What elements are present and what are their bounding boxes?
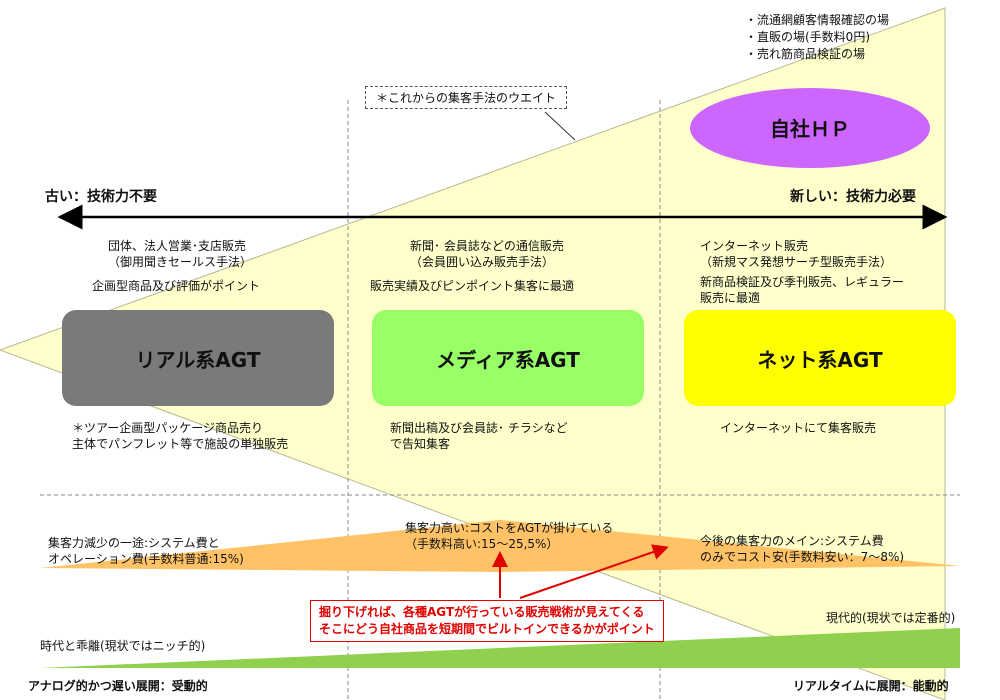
- top-note-3: ・売れ筋商品検証の場: [745, 47, 866, 61]
- bottom-left-upper: 時代と乖離(現状ではニッチ的): [40, 639, 206, 653]
- col1-below-2: 主体でパンフレット等で施設の単独販売: [72, 437, 289, 451]
- note-pointer: [544, 111, 576, 141]
- bottom-right-upper: 現代的(現状では定番的): [826, 611, 956, 625]
- col2-below-2: で告知集客: [390, 437, 451, 451]
- col3-point-2: 販売に最適: [700, 291, 761, 305]
- cost-left-2: オペレーション費(手数料普通:15%): [48, 552, 244, 566]
- col2-point: 販売実績及びピンポイント集客に最適: [370, 279, 575, 293]
- insight-note: 掘り下げれば、各種AGTが行っている販売戦術が見えてくる そこにどう自社商品を短…: [310, 600, 664, 642]
- col3-heading-2: （新規マス発想サーチ型販売手法）: [700, 255, 893, 269]
- col1-below-1: ＊ツアー企画型パッケージ商品売り: [72, 421, 264, 435]
- axis-right-label: 新しい：技術力必要: [790, 189, 916, 205]
- cost-right-2: のみでコスト安(手数料安い：7～8%): [700, 550, 905, 564]
- bottom-left-lower: アナログ的かつ遅い展開：受動的: [28, 679, 208, 693]
- cost-band: [40, 520, 960, 572]
- col1-heading-1: 団体、法人営業･支店販売: [108, 239, 247, 253]
- red-arrow-right: [519, 544, 669, 599]
- net-agt-box: ネット系AGT: [684, 310, 956, 406]
- top-note-1: ・流通網顧客情報確認の場: [745, 13, 890, 27]
- col3-below-1: インターネットにて集客販売: [720, 421, 877, 435]
- col3-point-1: 新商品検証及び季刊販売、レギュラー: [700, 275, 905, 289]
- col1-heading-2: （御用聞きセールス手法）: [108, 255, 253, 269]
- col2-heading-1: 新聞･ 会員誌などの通信販売: [410, 239, 564, 253]
- axis-left-label: 古い：技術力不要: [45, 189, 157, 205]
- col2-heading-2: （会員囲い込み販売手法）: [410, 255, 555, 269]
- green-wedge: [40, 628, 960, 668]
- weight-note: ＊これからの集客手法のウエイト: [365, 86, 568, 109]
- cost-left-1: 集客力減少の一途:システム費と: [48, 536, 220, 550]
- hp-ellipse: [690, 88, 930, 168]
- cost-center-2: （手数料高い:15～25,5%）: [405, 537, 559, 551]
- cost-right-1: 今後の集客力のメイン:システム費: [700, 534, 884, 548]
- insight-note-line-1: 掘り下げれば、各種AGTが行っている販売戦術が見えてくる: [319, 605, 645, 619]
- media-agt-box: メディア系AGT: [372, 310, 644, 406]
- col1-point: 企画型商品及び評価がポイント: [92, 279, 261, 293]
- top-note-2: ・直販の場(手数料0円): [745, 30, 870, 44]
- insight-note-line-2: そこにどう自社商品を短期間でビルトインできるかがポイント: [319, 622, 655, 636]
- hp-label: 自社ＨＰ: [770, 117, 850, 141]
- real-agt-box: リアル系AGT: [62, 310, 334, 406]
- cost-center-1: 集客力高い:コストをAGTが掛けている: [405, 521, 614, 535]
- col2-below-1: 新聞出稿及び会員誌･ チラシなど: [390, 421, 568, 435]
- col3-heading-1: インターネット販売: [700, 239, 809, 253]
- bottom-right-lower: リアルタイムに展開：能動的: [793, 679, 949, 693]
